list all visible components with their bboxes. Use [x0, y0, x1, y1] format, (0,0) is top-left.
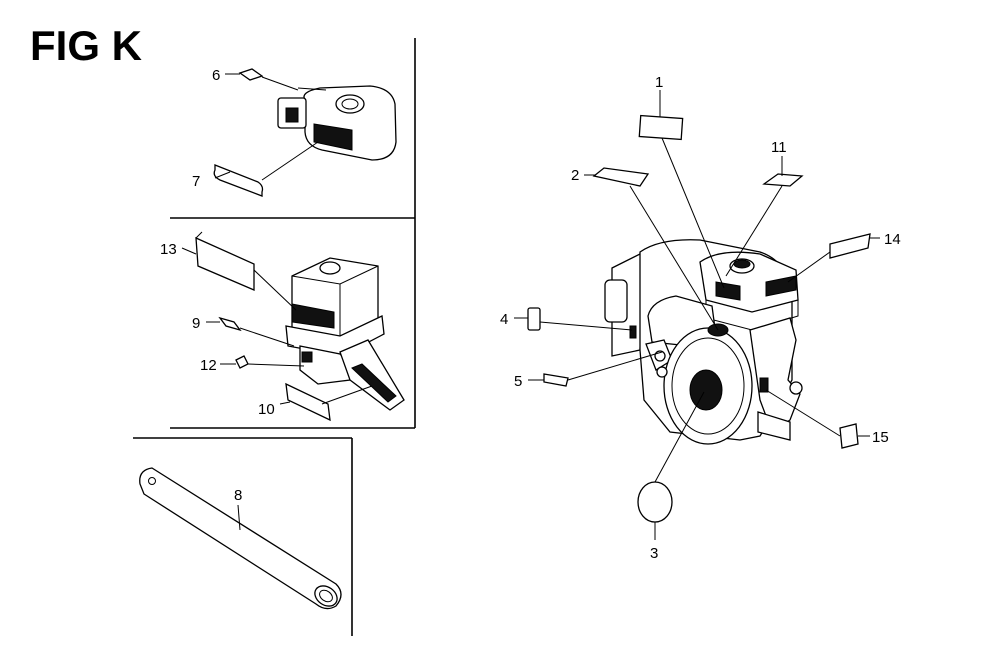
callout-4: 4	[500, 311, 508, 328]
decal-7	[213, 164, 264, 197]
decal-3-emblem	[637, 481, 673, 523]
spark-plug-wrench	[139, 467, 342, 610]
decal-15	[839, 423, 859, 449]
decal-13	[195, 236, 255, 291]
callout-11: 11	[771, 139, 787, 156]
panel-dividers	[133, 38, 416, 636]
decal-1	[638, 114, 684, 141]
callout-12: 12	[200, 357, 217, 374]
callout-7: 7	[192, 173, 200, 190]
decal-14	[829, 233, 871, 259]
leader-lines	[225, 73, 880, 540]
decal-2	[592, 167, 650, 187]
decal-10	[285, 382, 331, 422]
callout-10: 10	[258, 401, 275, 418]
decal-5	[543, 373, 569, 387]
figure-title: FIG K	[30, 22, 142, 69]
callout-5: 5	[514, 373, 522, 390]
callout-9: 9	[192, 315, 200, 332]
decal-11	[762, 173, 804, 187]
callout-labels: 1 2 3 4 5 6 7 8 9 10 11 12 13 14 15	[160, 67, 901, 562]
callout-3: 3	[650, 545, 658, 562]
callout-6: 6	[212, 67, 220, 84]
engine-assembly	[604, 239, 803, 445]
callout-13: 13	[160, 241, 177, 258]
callout-1: 1	[655, 74, 663, 91]
callout-15: 15	[872, 429, 889, 446]
callout-2: 2	[571, 167, 579, 184]
decal-6	[238, 68, 264, 81]
decal-4	[527, 307, 541, 331]
decal-12	[235, 355, 249, 369]
air-cleaner-oval-assembly	[277, 85, 397, 161]
fuel-tank-assembly	[285, 257, 405, 411]
callout-14: 14	[884, 231, 901, 248]
callout-8: 8	[234, 487, 242, 504]
decal-9	[218, 316, 242, 332]
